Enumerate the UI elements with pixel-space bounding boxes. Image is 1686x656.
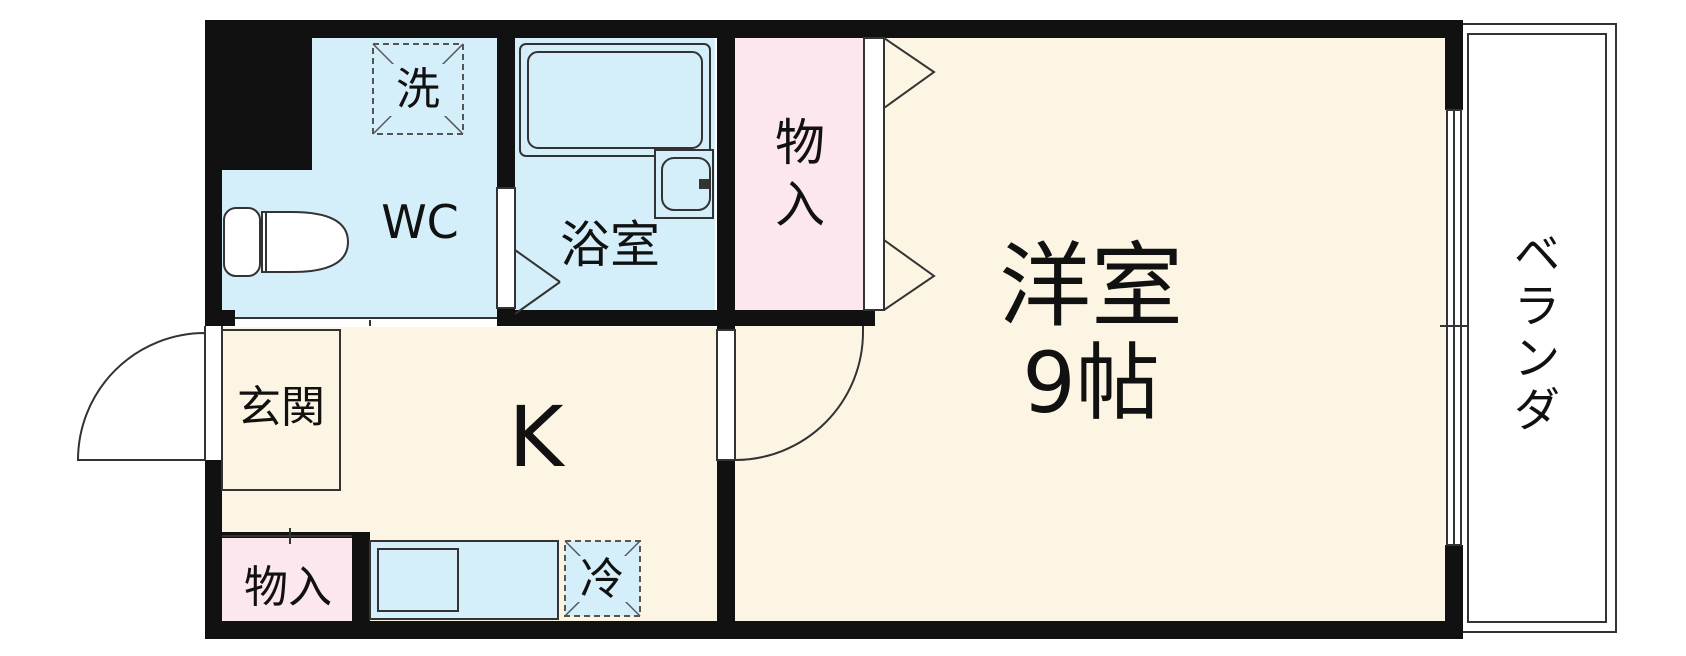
- storage-top-label-2: 入: [775, 176, 825, 234]
- balcony-label-4: ダ: [1514, 383, 1560, 437]
- entrance-floor: [222, 330, 340, 490]
- balcony-window: [1440, 109, 1468, 546]
- balcony-label-3: ン: [1514, 331, 1560, 385]
- balcony-rail: [1467, 33, 1607, 623]
- washer-label: 洗: [396, 64, 440, 115]
- western-room-label: 洋室: [999, 233, 1183, 340]
- toilet-label: WC: [381, 195, 459, 249]
- fridge-space: [564, 540, 641, 617]
- walls: [205, 20, 1463, 639]
- washer-space: [372, 43, 464, 135]
- balcony-label-1: ベ: [1514, 227, 1560, 281]
- fridge-label: 冷: [580, 554, 624, 605]
- wash-basin: [654, 149, 714, 219]
- bath-label: 浴室: [560, 216, 660, 274]
- western-room-size: 9帖: [1022, 334, 1159, 432]
- balcony-outline: [1457, 23, 1617, 633]
- balcony-label-2: ラ: [1514, 279, 1560, 333]
- doors: [76, 37, 936, 544]
- storage-top-floor: [733, 38, 868, 310]
- kitchen-counter: [369, 540, 559, 620]
- entrance-label: 玄関: [237, 382, 325, 433]
- kitchen-label: K: [508, 388, 565, 486]
- toilet-fixture: [223, 207, 350, 277]
- storage-bottom-label: 物入: [244, 562, 332, 613]
- bathtub: [519, 43, 711, 157]
- storage-top-label-1: 物: [775, 114, 825, 172]
- storage-bottom-floor: [222, 537, 352, 621]
